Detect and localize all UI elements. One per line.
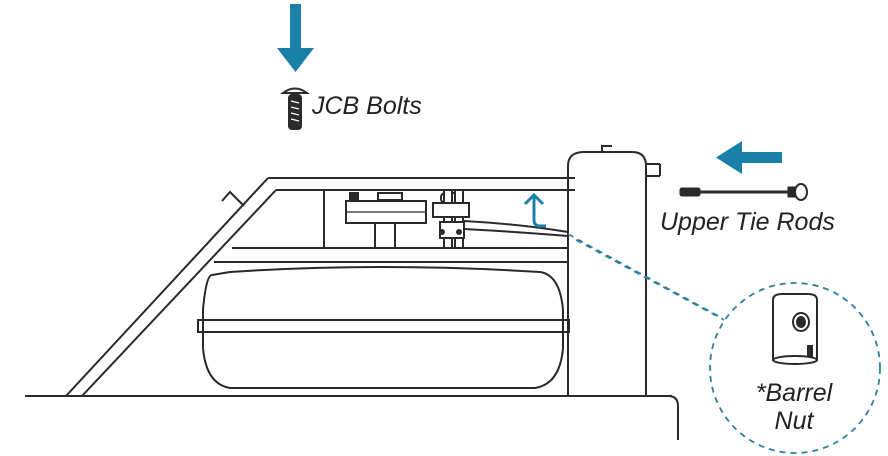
bolt-icon: [279, 87, 311, 130]
tie-rod-icon: [679, 183, 808, 201]
motor-mechanism: [345, 189, 569, 249]
up-arrow-icon: [523, 192, 546, 228]
left-arrow-icon: [716, 141, 782, 174]
leader-lines: [567, 233, 725, 321]
barrel-nut-label: *Barrel Nut: [740, 379, 848, 435]
detail-callout-circle: [709, 282, 881, 454]
barrel-nut-label-line1: *Barrel: [755, 379, 833, 407]
upper-tie-rods-label: Upper Tie Rods: [660, 208, 835, 236]
barrel-nut-label-line2: Nut: [774, 406, 814, 435]
barrel-nut-icon: [772, 293, 818, 365]
jcb-bolts-label: JCB Bolts: [312, 92, 422, 120]
machine-outline: [25, 145, 679, 440]
down-arrow-icon: [277, 4, 314, 72]
